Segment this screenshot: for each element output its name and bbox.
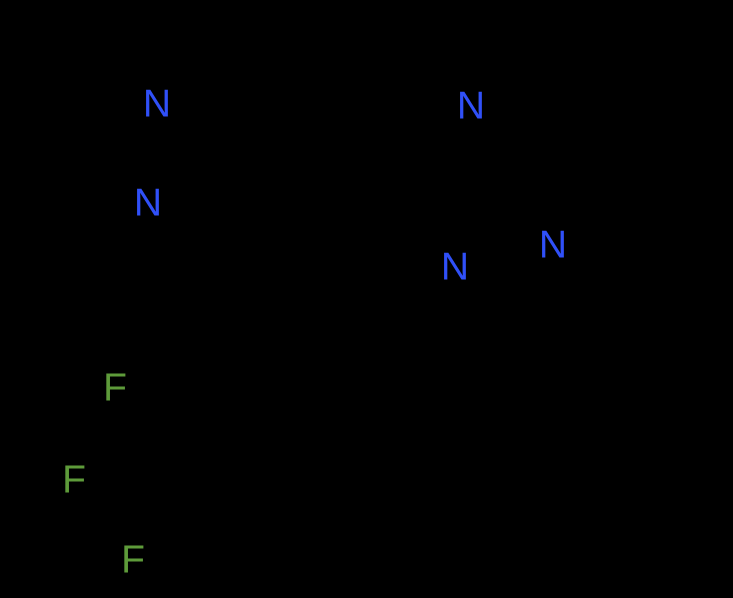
- atom-label-fluorine-2: F: [62, 458, 86, 502]
- atom-label-nitrogen-2: N: [133, 181, 163, 225]
- atom-label-fluorine-3: F: [121, 538, 145, 582]
- atom-label-nitrogen-4: N: [440, 245, 470, 289]
- atom-label-nitrogen-5: N: [538, 223, 568, 267]
- atom-label-nitrogen-3: N: [456, 84, 486, 128]
- atom-label-nitrogen-1: N: [142, 82, 172, 126]
- atom-label-fluorine-1: F: [103, 366, 127, 410]
